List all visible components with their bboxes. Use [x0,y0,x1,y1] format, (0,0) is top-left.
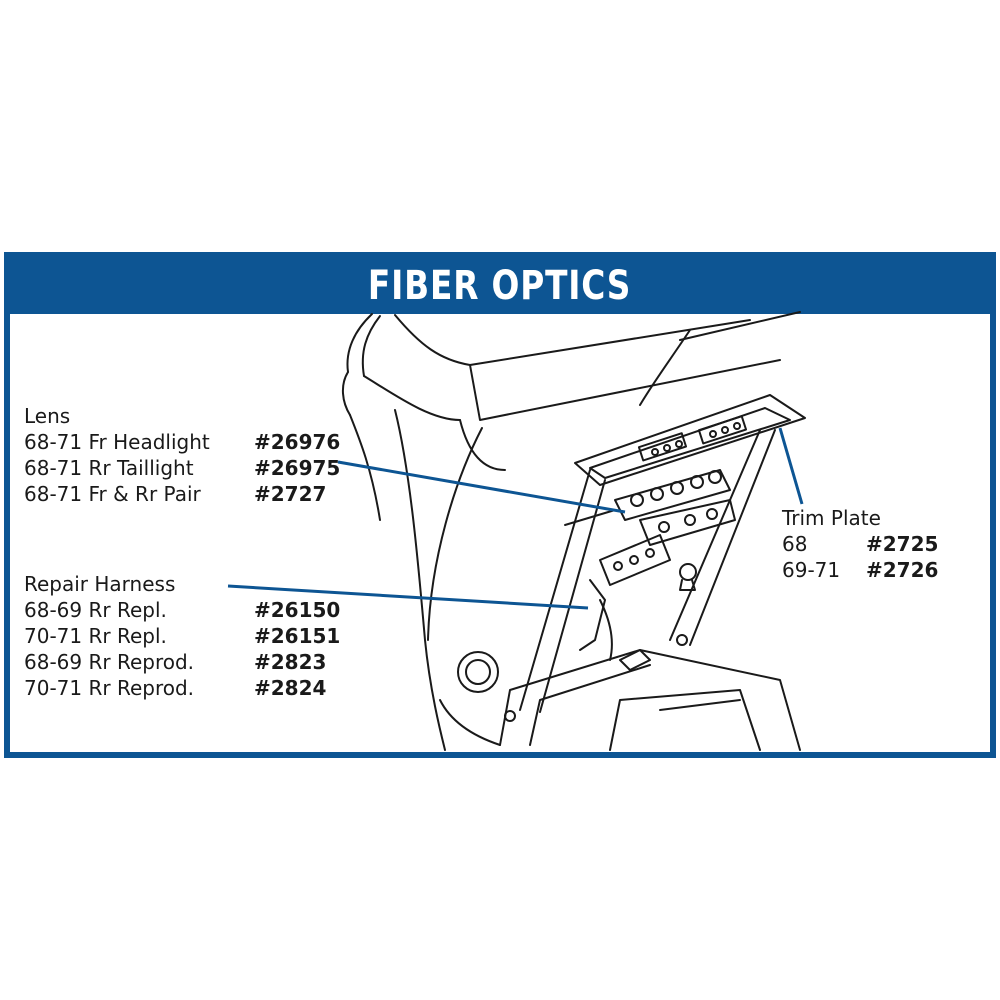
lens-item-part: #26975 [254,456,341,480]
harness-item-label: 70-71 Rr Repl. [24,624,167,648]
lens-item-part: #26976 [254,430,341,454]
harness-item-part: #2823 [254,650,327,674]
harness-heading: Repair Harness [24,572,176,596]
trim-plate-item-part: #2726 [866,558,939,582]
fiber-optics-panel: FIBER OPTICS [4,252,996,758]
trim-plate-heading: Trim Plate [782,506,881,530]
harness-item-part: #26150 [254,598,341,622]
harness-item-label: 68-69 Rr Reprod. [24,650,195,674]
lens-item-part: #2727 [254,482,327,506]
lens-item-label: 68-71 Fr & Rr Pair [24,482,201,506]
lens-item-label: 68-71 Rr Taillight [24,456,194,480]
trim-plate-leader-line [778,427,804,505]
trim-plate-item-label: 68 [782,532,808,556]
title-bar: FIBER OPTICS [10,258,990,314]
panel-title: FIBER OPTICS [368,263,632,309]
lens-leader-line [337,460,626,514]
harness-leader-line [227,584,589,610]
trim-plate-item-label: 69-71 [782,558,841,582]
lens-heading: Lens [24,404,71,428]
harness-item-label: 68-69 Rr Repl. [24,598,167,622]
harness-item-label: 70-71 Rr Reprod. [24,676,195,700]
trim-plate-item-part: #2725 [866,532,939,556]
lens-item-label: 68-71 Fr Headlight [24,430,210,454]
harness-item-part: #2824 [254,676,327,700]
harness-item-part: #26151 [254,624,341,648]
